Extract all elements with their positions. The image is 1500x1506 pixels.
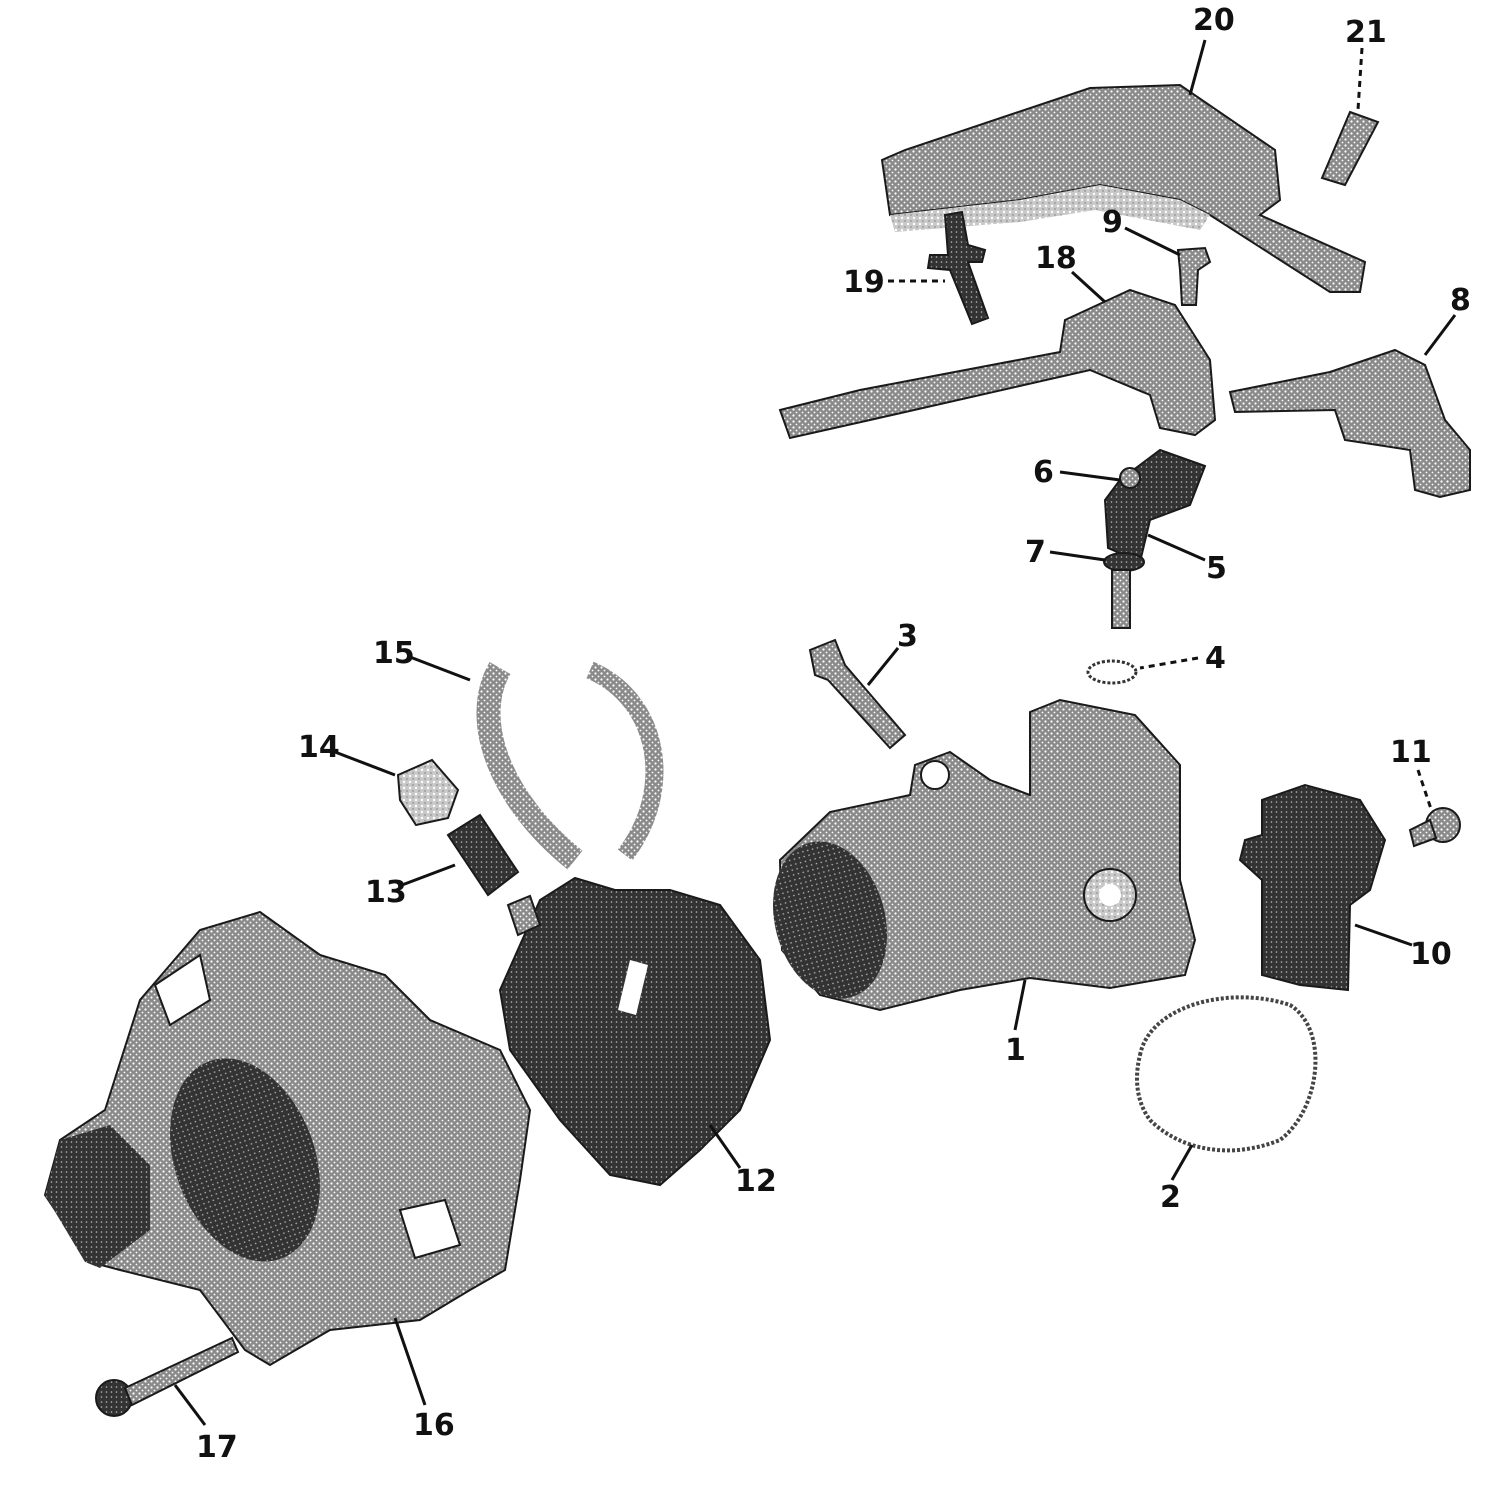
part-15-clamp (476, 661, 664, 870)
part-7-oring (1103, 552, 1145, 572)
part-8-sensor (1228, 348, 1471, 499)
leader-21 (1356, 47, 1364, 111)
callout-3: 3 (897, 619, 918, 654)
leader-6 (1059, 470, 1121, 482)
part-21-bolt (1320, 110, 1380, 187)
leader-5 (1147, 533, 1206, 562)
callout-11: 11 (1390, 735, 1432, 770)
leader-lines (173, 39, 1457, 1426)
callout-18: 18 (1035, 241, 1077, 276)
callout-4: 4 (1205, 641, 1226, 676)
callout-5: 5 (1206, 551, 1227, 586)
part-18-sensor (778, 288, 1217, 440)
leader-11 (1416, 769, 1434, 813)
leader-2 (1170, 1144, 1194, 1181)
leader-20 (1188, 39, 1207, 96)
part-3-bolt (808, 638, 907, 750)
leader-16 (393, 1317, 427, 1406)
part-1-housing (772, 698, 1197, 1012)
callout-19: 19 (843, 265, 885, 300)
part-6-oring (1119, 467, 1141, 489)
callout-14: 14 (298, 730, 340, 765)
part-19-clip (926, 210, 990, 326)
leader-13 (401, 863, 456, 887)
callout-10: 10 (1410, 937, 1452, 972)
callout-2: 2 (1160, 1180, 1181, 1215)
leader-7 (1049, 550, 1106, 562)
callout-1: 1 (1005, 1033, 1026, 1068)
part-14-screw (396, 758, 460, 827)
part-17-bolt (95, 1336, 240, 1417)
leader-3 (866, 647, 900, 686)
callout-8: 8 (1450, 283, 1471, 318)
part-11-bolt (1408, 807, 1461, 848)
callout-labels: 20 21 19 9 18 8 6 7 5 4 3 15 14 13 12 1 … (196, 3, 1471, 1465)
part-13-nut (446, 813, 520, 897)
part-9-bolt (1176, 246, 1212, 306)
leader-15 (409, 655, 471, 682)
leader-18 (1070, 270, 1107, 304)
leader-12 (708, 1124, 742, 1169)
callout-20: 20 (1193, 3, 1235, 38)
leader-4 (1139, 656, 1199, 670)
callout-21: 21 (1345, 15, 1387, 50)
part-16-throttle-body (43, 910, 532, 1367)
callout-12: 12 (735, 1164, 777, 1199)
part-20-cover-bracket (880, 83, 1367, 293)
part-5-sensor (1103, 448, 1207, 629)
leader-10 (1354, 923, 1413, 947)
callout-15: 15 (373, 636, 415, 671)
part-4-oring (1086, 659, 1138, 685)
callout-9: 9 (1102, 205, 1123, 240)
callout-6: 6 (1033, 455, 1054, 490)
callout-7: 7 (1025, 535, 1046, 570)
part-2-gasket (1135, 995, 1318, 1153)
leader-14 (334, 750, 396, 777)
part-10-actuator (1238, 783, 1387, 992)
leader-1 (1013, 979, 1027, 1031)
leader-8 (1423, 314, 1457, 356)
part-12-adapter (498, 876, 772, 1187)
leader-17 (173, 1384, 207, 1426)
callout-17: 17 (196, 1430, 238, 1465)
callout-13: 13 (365, 875, 407, 910)
callout-16: 16 (413, 1408, 455, 1443)
leader-9 (1124, 226, 1181, 257)
